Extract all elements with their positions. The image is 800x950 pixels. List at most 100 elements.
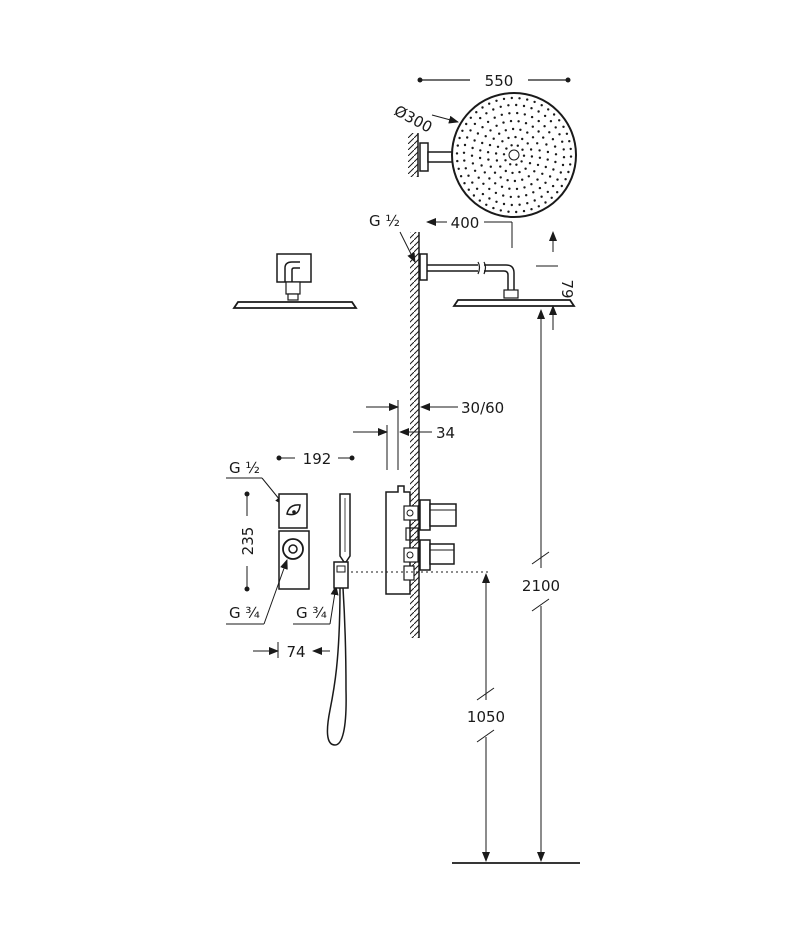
nozzle-dot (537, 205, 540, 208)
nozzle-dot (467, 188, 470, 191)
nozzle-dot (541, 172, 544, 175)
nozzle-dot (463, 143, 467, 147)
nozzle-dot (507, 210, 510, 213)
nozzle-dot (520, 160, 523, 163)
nozzle-dot (526, 202, 529, 205)
nozzle-dot (500, 113, 503, 117)
nozzle-dot (487, 158, 490, 161)
hand-shower (326, 493, 351, 746)
nozzle-dot (536, 163, 540, 167)
nozzle-dot (455, 152, 459, 155)
nozzle-dot (530, 183, 533, 186)
nozzle-dot (548, 131, 551, 134)
nozzle-dot (521, 137, 524, 141)
nozzle-dot (502, 202, 506, 206)
nozzle-dot (530, 155, 534, 158)
nozzle-dot (518, 97, 521, 100)
nozzle-dot (530, 208, 533, 211)
arm-drop-label: 79 (558, 279, 576, 298)
nozzle-dot (467, 174, 470, 177)
nozzle-dot (494, 152, 498, 155)
nozzle-dot (502, 121, 505, 124)
nozzle-dot (532, 191, 535, 194)
nozzle-dot (554, 153, 558, 156)
plate-height-label: 235 (239, 527, 257, 556)
nozzle-dot (457, 167, 460, 170)
nozzle-dot (526, 142, 529, 145)
nozzle-dot (526, 98, 529, 101)
nozzle-dot (550, 196, 553, 199)
min-depth-label: 34 (436, 424, 455, 442)
nozzle-dot (558, 133, 561, 136)
plate-spacing-label: 192 (303, 450, 332, 468)
nozzle-dot (533, 199, 536, 202)
nozzle-dot (545, 143, 548, 146)
nozzle-dot (528, 162, 532, 165)
nozzle-dot (494, 191, 498, 195)
wall-section (408, 133, 418, 177)
main-wall-section (410, 232, 420, 638)
nozzle-dot (529, 148, 533, 151)
nozzle-dot (486, 120, 490, 124)
nozzle-dot (514, 135, 517, 139)
nozzle-dot (522, 209, 526, 213)
nozzle-dot (521, 178, 524, 181)
nozzle-dot (458, 136, 461, 140)
nozzle-dot (519, 128, 522, 131)
nozzle-dot (496, 145, 500, 148)
nozzle-dot (481, 192, 485, 196)
nozzle-dot (537, 119, 540, 123)
front-plates: 192 G ½ 235 G ¾ G ¾ 74 (226, 450, 355, 661)
arm-thread-label: G ½ (369, 212, 400, 230)
concealed-valve-side-view (346, 485, 490, 595)
upper-outlet-thread-label: G ½ (229, 459, 260, 477)
nozzle-dot (530, 115, 534, 119)
nozzle-dot (513, 179, 517, 183)
nozzle-dot (483, 171, 486, 174)
nozzle-dot (567, 170, 570, 174)
nozzle-dot (502, 194, 505, 197)
nozzle-dot (461, 129, 464, 132)
nozzle-dot (475, 111, 478, 114)
nozzle-dot (489, 165, 492, 168)
nozzle-center-ring (508, 149, 520, 161)
nozzle-dot (466, 136, 469, 139)
nozzle-dot (536, 142, 539, 145)
valve-height-label: 1050 (467, 708, 505, 726)
nozzle-dot (547, 108, 550, 111)
nozzle-dot (565, 132, 569, 135)
nozzle-dot (486, 151, 490, 154)
ceiling-shower-view (232, 253, 358, 309)
nozzle-dot (511, 127, 515, 131)
nozzle-dot (502, 153, 506, 156)
nozzle-dot (502, 97, 506, 101)
nozzle-dot (471, 146, 474, 150)
nozzle-dot (488, 143, 492, 147)
nozzle-dot (473, 139, 476, 142)
nozzle-dot (492, 137, 495, 140)
nozzle-dot (500, 185, 504, 188)
nozzle-dot (509, 119, 513, 123)
nozzle-dot (505, 147, 508, 150)
nozzle-dot (478, 156, 482, 160)
nozzle-dot (476, 132, 480, 135)
nozzle-dot (510, 203, 513, 207)
nozzle-dot (560, 184, 563, 188)
nozzle-dot (488, 197, 491, 200)
nozzle-dot (499, 209, 502, 212)
nozzle-dot (499, 105, 502, 109)
shower-head-disk (451, 92, 577, 218)
nozzle-dot (569, 163, 572, 166)
nozzle-dot (556, 178, 559, 181)
nozzle-dot (518, 170, 521, 174)
nozzle-dot (465, 122, 468, 126)
nozzle-dot (522, 154, 526, 157)
nozzle-dot (561, 140, 564, 143)
nozzle-dot (480, 164, 483, 167)
nozzle-dot (562, 148, 565, 151)
nozzle-dot (525, 194, 528, 197)
nozzle-dot (538, 156, 542, 159)
nozzle-dot (524, 167, 527, 170)
nozzle-dot (515, 103, 518, 107)
nozzle-dot (522, 104, 526, 108)
